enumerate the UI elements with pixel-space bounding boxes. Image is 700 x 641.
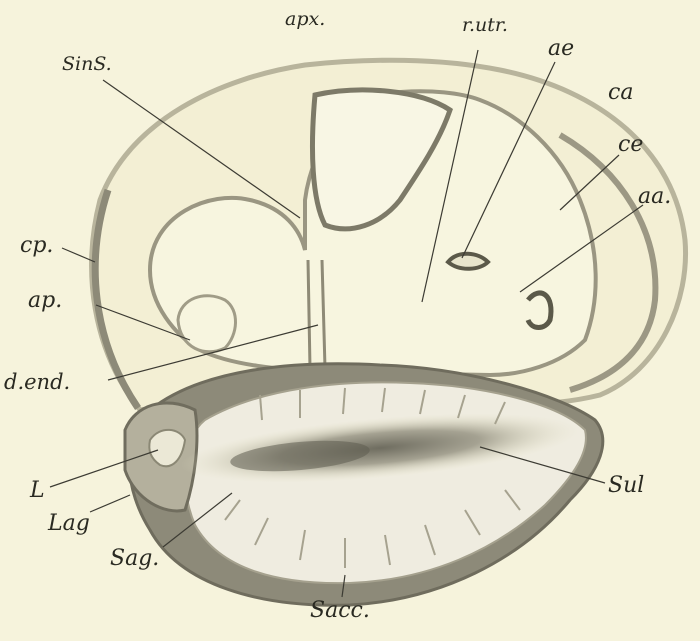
- label-ca: ca: [608, 82, 633, 104]
- label-r-utr: r.utr.: [462, 16, 508, 35]
- posterior-ampulla: [178, 296, 236, 352]
- label-lag: Lag: [48, 513, 90, 535]
- label-sul: Sul: [608, 475, 644, 497]
- label-sag: Sag.: [110, 548, 159, 570]
- label-l: L: [30, 480, 45, 502]
- label-ce: ce: [618, 134, 643, 156]
- ampulla-opening-ae: [448, 254, 488, 269]
- label-ae: ae: [548, 38, 574, 60]
- label-sacc: Sacc.: [310, 600, 370, 622]
- label-d-end: d.end.: [4, 372, 70, 393]
- label-ap: ap.: [28, 290, 62, 312]
- label-apx: apx.: [285, 10, 325, 29]
- saccule-cavity: [185, 382, 586, 583]
- label-cp: cp.: [20, 235, 53, 257]
- label-sin-s: SinS.: [62, 55, 112, 74]
- label-aa: aa.: [638, 186, 671, 208]
